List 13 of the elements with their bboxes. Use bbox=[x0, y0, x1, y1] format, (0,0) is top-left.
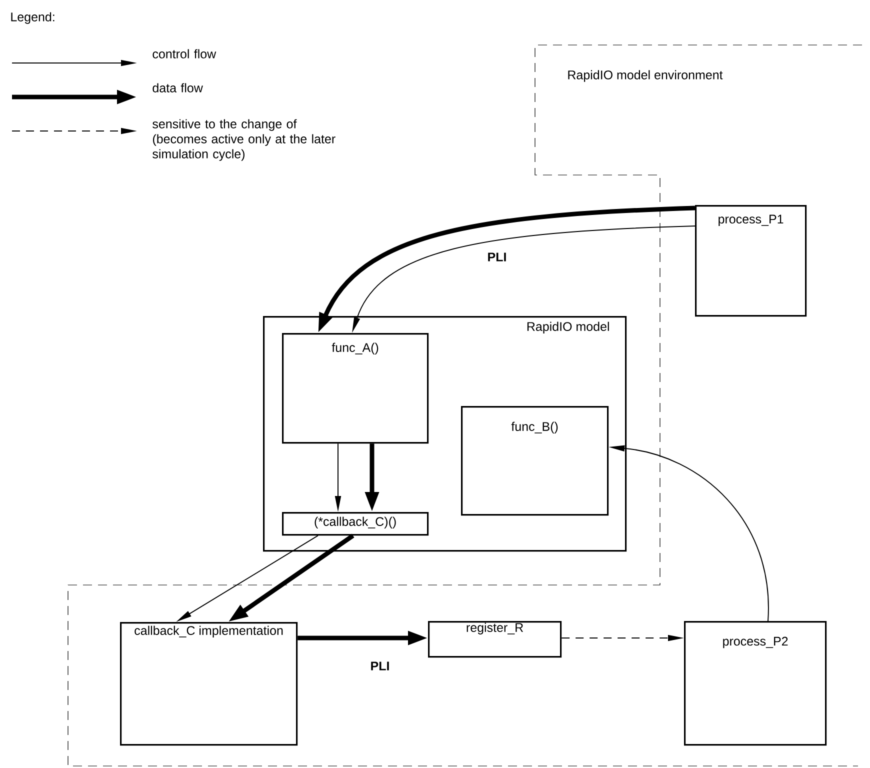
function-box: func_A() bbox=[282, 333, 429, 444]
edge-label: PLI bbox=[486, 252, 508, 262]
edge-label: PLI bbox=[369, 660, 391, 672]
implementation-box: callback_C implementation bbox=[120, 622, 298, 746]
legend-text: control flow bbox=[152, 49, 216, 58]
legend-text: data flow bbox=[152, 83, 203, 92]
pointer-box: (*callback_C)() bbox=[282, 512, 429, 536]
legend-title: Legend: bbox=[11, 12, 54, 24]
register-box: register_R bbox=[428, 621, 562, 658]
process-box: process_P1 bbox=[695, 205, 807, 317]
function-box: func_B() bbox=[461, 406, 609, 516]
legend-text: sensitive to the change of (becomes active only at the later simulation cycle) bbox=[152, 119, 336, 161]
process-box: process_P2 bbox=[684, 621, 827, 746]
